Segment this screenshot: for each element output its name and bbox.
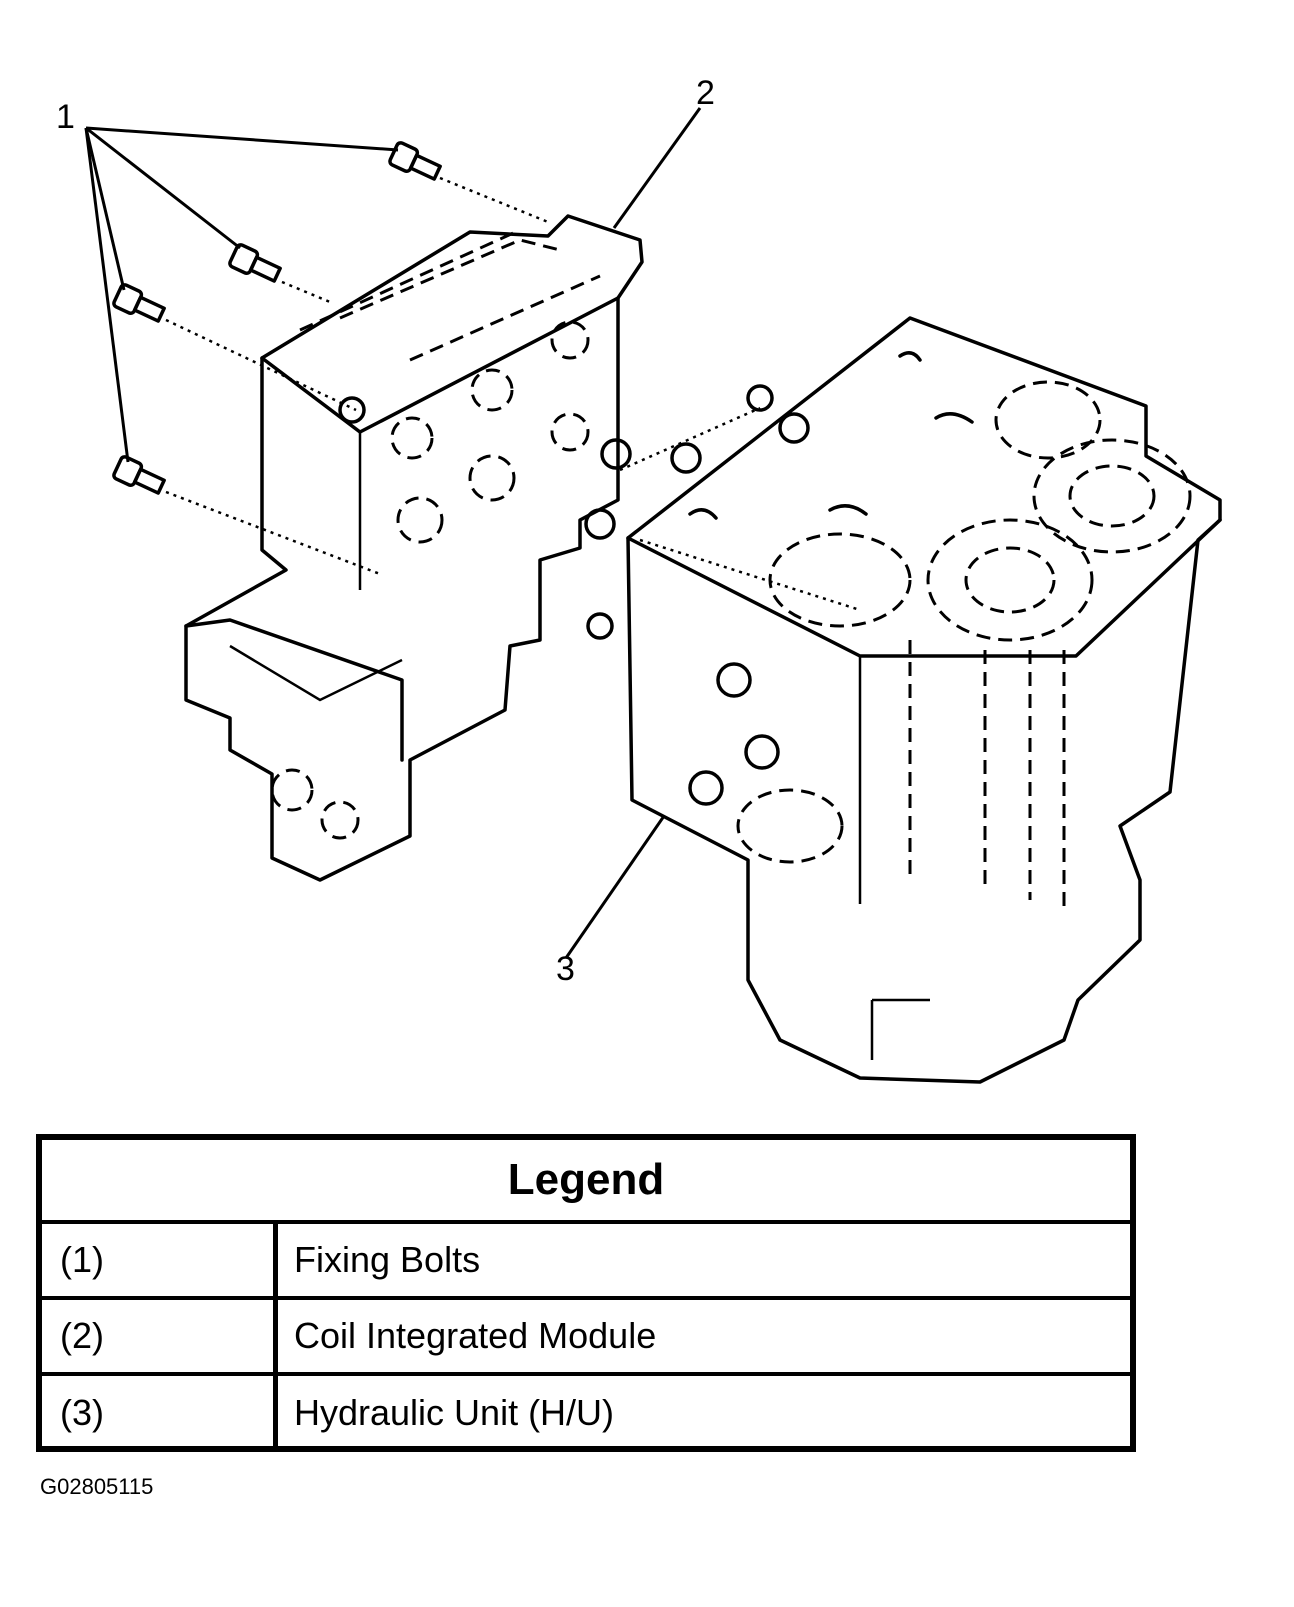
- legend-row: (2) Coil Integrated Module: [42, 1300, 1130, 1376]
- hydraulic-unit: [584, 316, 1222, 1084]
- legend-table: Legend (1) Fixing Bolts (2) Coil Integra…: [36, 1134, 1136, 1452]
- legend-key: (3): [42, 1376, 278, 1450]
- legend-value: Fixing Bolts: [294, 1239, 481, 1280]
- callout-2: 2: [696, 74, 715, 112]
- legend-row: (3) Hydraulic Unit (H/U): [42, 1376, 1130, 1450]
- coil-integrated-module: [184, 214, 644, 882]
- figure-id: G02805115: [40, 1474, 154, 1499]
- abs-unit-exploded-diagram: 1 2 3: [56, 74, 1222, 1084]
- callout-3: 3: [556, 950, 575, 988]
- callout-1: 1: [56, 98, 75, 136]
- callout-3-leader: [564, 815, 666, 959]
- fixing-bolts: [112, 141, 442, 495]
- legend-key: (1): [42, 1224, 278, 1296]
- legend-key: (2): [42, 1300, 278, 1372]
- callout-1-leaders: [84, 126, 399, 463]
- legend-title: Legend: [42, 1140, 1130, 1224]
- callout-2-leader: [612, 107, 702, 229]
- legend-value: Coil Integrated Module: [294, 1315, 657, 1356]
- legend-row: (1) Fixing Bolts: [42, 1224, 1130, 1300]
- legend-value: Hydraulic Unit (H/U): [294, 1392, 615, 1433]
